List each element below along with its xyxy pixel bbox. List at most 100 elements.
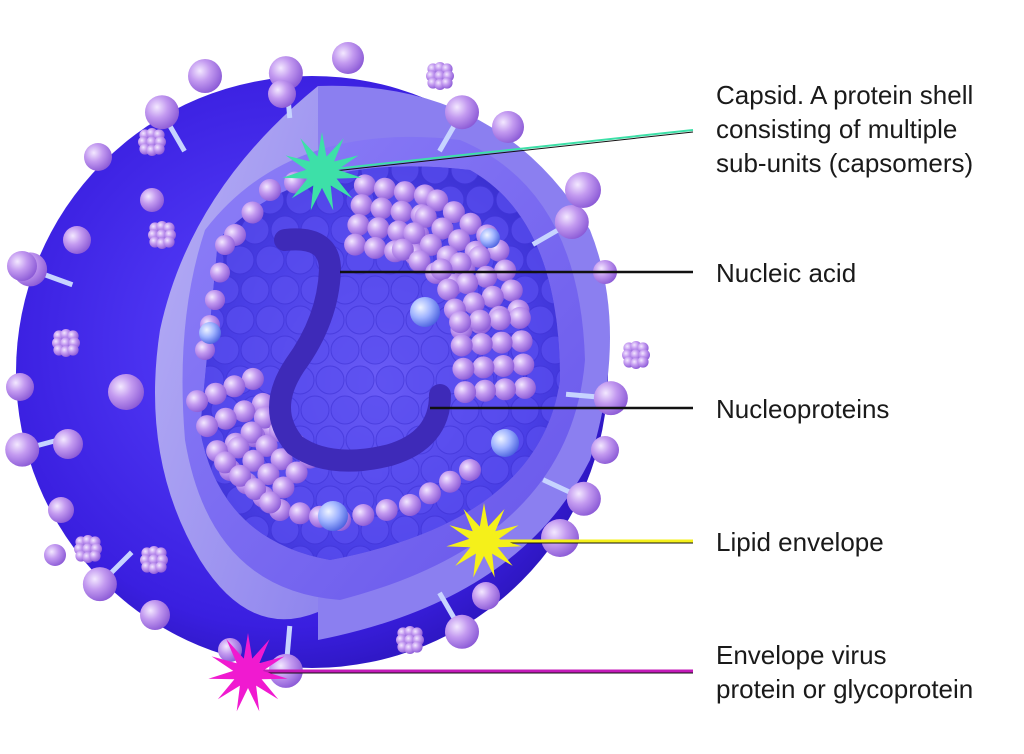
capsomer-ball — [199, 322, 221, 344]
nucleoprotein-sphere — [450, 334, 473, 357]
interior-sphere — [375, 305, 405, 335]
nucleoprotein-sphere — [270, 448, 293, 471]
surface-sphere — [108, 374, 144, 410]
nucleoprotein-sphere — [241, 201, 264, 224]
cluster-sphere — [155, 561, 167, 573]
interior-sphere — [255, 245, 285, 275]
nucleoprotein-sphere — [437, 278, 460, 301]
nucleoprotein-chains — [186, 164, 536, 531]
nucleic-acid-label-text: Nucleic acid — [716, 258, 857, 288]
envelope-star-marker — [208, 633, 288, 712]
capsid-star-marker — [282, 132, 362, 211]
nucleoprotein-sphere — [442, 201, 465, 224]
interior-sphere — [420, 166, 450, 185]
nucleoprotein-sphere — [364, 236, 387, 259]
nucleoprotein-sphere — [285, 461, 308, 484]
nucleoprotein-sphere — [419, 482, 441, 505]
spike-head — [82, 567, 117, 602]
nucleoprotein-sphere — [196, 415, 219, 438]
interior-sphere — [360, 275, 390, 305]
cluster-sphere — [404, 634, 416, 646]
nucleoprotein-sphere — [468, 245, 491, 268]
interior-sphere — [555, 365, 560, 395]
spike-head — [566, 481, 601, 516]
capsid-label-line-1: Capsid. A protein shell — [716, 80, 974, 110]
cluster-sphere — [411, 641, 423, 653]
nucleoprotein-sphere — [494, 378, 516, 401]
surface-sphere — [6, 373, 34, 401]
nucleoprotein-sphere — [350, 194, 373, 217]
nucleoprotein-sphere — [367, 217, 390, 240]
nucleoprotein-sphere — [510, 330, 533, 353]
glycoprotein-clusters — [52, 62, 651, 655]
nucleoprotein-sphere — [439, 470, 461, 493]
interior-sphere — [465, 185, 495, 215]
nucleoprotein-sphere — [352, 504, 375, 526]
capsomer-ball — [480, 228, 500, 248]
interior-sphere — [405, 365, 435, 395]
nucleoprotein-sphere — [459, 459, 481, 481]
nucleoprotein-sphere — [233, 400, 256, 423]
spike-head — [445, 614, 479, 649]
interior-sphere — [435, 425, 465, 455]
nucleoprotein-sphere — [344, 233, 367, 256]
nucleoprotein-sphere — [481, 285, 504, 308]
capsid-leader-line — [324, 129, 694, 171]
nucleoprotein-sphere — [186, 390, 209, 413]
nucleoprotein-sphere — [494, 259, 517, 282]
interior-sphere — [375, 365, 405, 395]
nucleoprotein-sphere — [205, 290, 225, 310]
surface-sphere — [63, 226, 91, 254]
interior-sphere — [315, 365, 345, 395]
interior-sphere — [465, 425, 495, 455]
nucleoprotein-sphere — [347, 213, 370, 236]
interior-sphere — [420, 335, 450, 365]
nucleoproteins-label: Nucleoproteins — [716, 392, 889, 426]
interior-sphere — [480, 395, 510, 425]
nucleoprotein-sphere — [373, 177, 396, 200]
lipid-star-marker — [446, 503, 522, 578]
interior-sphere — [390, 335, 420, 365]
nucleoprotein-sphere — [223, 375, 246, 398]
interior-sphere — [540, 335, 560, 365]
spike-head — [593, 381, 628, 416]
nucleoprotein-sphere — [195, 340, 215, 360]
interior-sphere — [315, 545, 345, 560]
nucleoprotein-sphere — [408, 250, 431, 273]
surface-spheres — [6, 42, 619, 662]
nucleoprotein-sphere — [214, 451, 237, 474]
nucleoprotein-sphere — [259, 179, 281, 201]
lipid-envelope-label-text: Lipid envelope — [716, 527, 884, 557]
cluster-sphere — [441, 77, 453, 89]
cluster-sphere — [89, 550, 101, 562]
interior-sphere — [555, 305, 560, 335]
nucleoprotein-sphere — [489, 308, 511, 331]
nucleoprotein-sphere — [500, 279, 523, 302]
surface-sphere — [492, 111, 524, 143]
nucleoprotein-sphere — [204, 382, 227, 405]
nucleoprotein-sphere — [399, 494, 421, 516]
capsomer-ball — [491, 429, 519, 457]
surface-sphere — [84, 143, 112, 171]
spike-head — [445, 95, 479, 130]
nucleoprotein-sphere — [462, 292, 485, 315]
nucleoprotein-sphere — [474, 379, 496, 402]
nucleic-acid-strand — [269, 228, 451, 472]
capsid-label: Capsid. A protein shell consisting of mu… — [716, 78, 973, 180]
surface-sphere — [140, 188, 164, 212]
nucleoprotein-sphere — [353, 174, 376, 197]
nucleoprotein-sphere — [244, 478, 267, 501]
nucleoprotein-sphere — [414, 205, 437, 228]
nucleic-acid-label: Nucleic acid — [716, 256, 856, 290]
nucleoprotein-sphere — [431, 217, 454, 240]
nucleoprotein-sphere — [255, 434, 278, 457]
nucleoprotein-sphere — [513, 376, 536, 399]
nucleoprotein-sphere — [492, 355, 515, 377]
nucleoprotein-sphere — [512, 353, 535, 376]
interior-sphere — [345, 365, 375, 395]
cluster-sphere — [163, 236, 175, 248]
nucleoprotein-sphere — [390, 200, 413, 223]
cluster-sphere — [67, 344, 79, 356]
cluster-sphere — [434, 70, 446, 82]
